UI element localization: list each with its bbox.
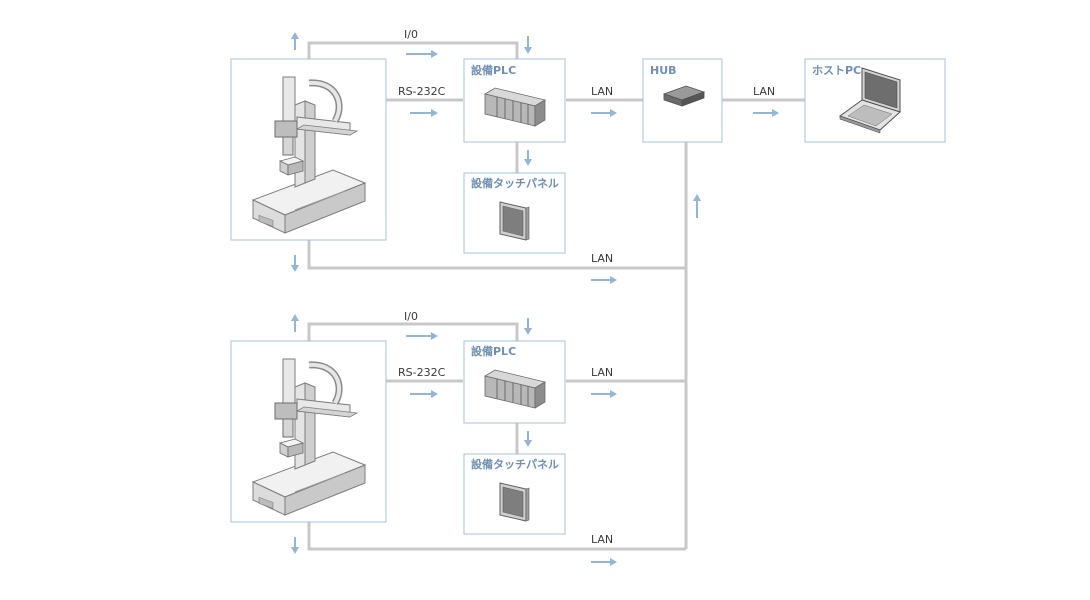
arrow-right-icon <box>591 558 617 566</box>
touch-panel-label: 設備タッチパネル <box>471 457 559 471</box>
rs232c-label: RS-232C <box>398 366 446 379</box>
robot-machine-box <box>230 58 387 241</box>
touch-panel-box: 設備タッチパネル <box>463 172 566 254</box>
arrow-down-icon <box>524 431 532 447</box>
arrow-down-icon <box>524 150 532 166</box>
equipment-group-2: 設備PLC 設備タッチパネル I/0 RS-232C LAN LAN <box>230 310 613 546</box>
lan-label: LAN <box>591 366 613 379</box>
hub-label: HUB <box>650 64 677 77</box>
arrow-up-icon <box>291 314 299 332</box>
arrow-down-icon <box>291 537 299 554</box>
arrow-up-icon <box>291 32 299 50</box>
lan-label: LAN <box>591 533 613 546</box>
lan-label: LAN <box>591 85 613 98</box>
host-pc-box: ホストPC <box>804 58 946 143</box>
rs232c-label: RS-232C <box>398 85 446 98</box>
lan-label: LAN <box>753 85 775 98</box>
connection-lines <box>307 41 805 551</box>
arrow-right-icon <box>410 390 438 398</box>
io-label: I/0 <box>404 28 418 41</box>
touch-panel-icon <box>499 482 530 522</box>
equipment-group-1: 設備PLC 設備タッチパネル HUB ホストPC I/0 RS-232C LAN… <box>230 28 946 265</box>
io-label: I/0 <box>404 310 418 323</box>
robot-machine-box <box>230 340 387 523</box>
arrow-right-icon <box>591 109 617 117</box>
arrow-up-icon <box>693 194 701 218</box>
plc-label: 設備PLC <box>471 344 516 358</box>
arrow-right-icon <box>591 390 617 398</box>
touch-panel-label: 設備タッチパネル <box>471 176 559 190</box>
arrow-right-icon <box>406 50 438 58</box>
plc-label: 設備PLC <box>471 63 516 77</box>
arrow-down-icon <box>524 318 532 335</box>
plc-box: 設備PLC <box>463 58 566 143</box>
touch-panel-icon <box>499 201 530 241</box>
arrow-right-icon <box>591 276 617 284</box>
arrow-down-icon <box>291 255 299 272</box>
arrow-down-icon <box>524 36 532 54</box>
touch-panel-box: 設備タッチパネル <box>463 453 566 535</box>
hub-box: HUB <box>642 58 723 143</box>
arrow-right-icon <box>410 109 438 117</box>
arrow-right-icon <box>753 109 779 117</box>
lan-label: LAN <box>591 252 613 265</box>
plc-box: 設備PLC <box>463 340 566 424</box>
arrow-right-icon <box>406 332 438 340</box>
flow-arrows <box>291 32 779 566</box>
host-pc-label: ホストPC <box>812 64 861 77</box>
